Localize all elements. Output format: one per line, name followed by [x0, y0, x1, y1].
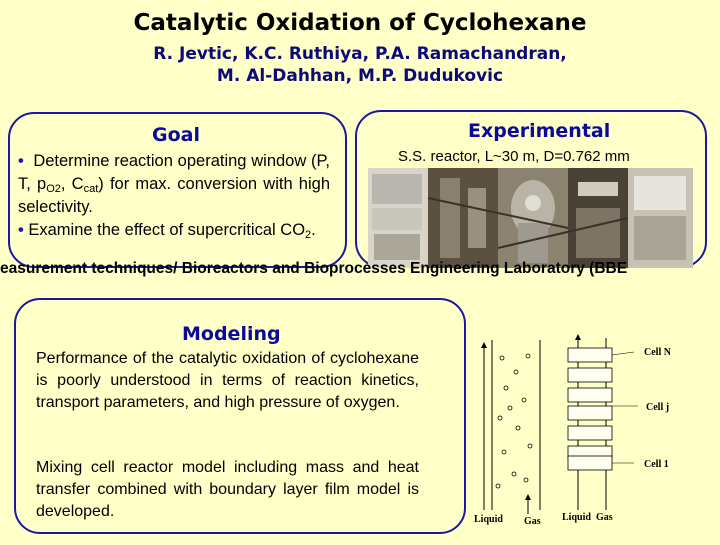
lab-banner: easurement techniques/ Bioreactors and B… — [0, 260, 628, 277]
authors-line-1: R. Jevtic, K.C. Ruthiya, P.A. Ramachandr… — [153, 44, 567, 64]
mixing-cell-diagram-svg: Cell N Cell j Cell 1 Liquid Gas Liquid G… — [474, 334, 672, 527]
goal-text-line1c: ) for max. conversion with high selectiv… — [18, 175, 330, 216]
experimental-heading: Experimental — [468, 120, 611, 142]
goal-sub-cat: cat — [83, 183, 99, 195]
page-title: Catalytic Oxidation of Cyclohexane — [133, 10, 587, 36]
gas-label-right: Gas — [596, 512, 613, 523]
goal-text-line2: Examine the effect of supercritical CO — [28, 221, 306, 239]
goal-text-line1: Determine reaction operating window (P, … — [18, 152, 331, 193]
goal-sub-o2: O2 — [46, 183, 61, 195]
modeling-heading: Modeling — [182, 323, 281, 345]
authors-line-2: M. Al-Dahhan, M.P. Dudukovic — [216, 66, 504, 86]
reactor-photo — [368, 168, 693, 268]
cell-1-label: Cell 1 — [644, 459, 669, 470]
mixing-cell-diagram: Cell N Cell j Cell 1 Liquid Gas Liquid G… — [466, 328, 720, 540]
modeling-panel — [14, 298, 466, 534]
experimental-caption: S.S. reactor, L~30 m, D=0.762 mm — [398, 148, 630, 165]
goal-sub-2: 2 — [305, 229, 312, 241]
modeling-paragraph-1: Performance of the catalytic oxidation o… — [36, 350, 419, 411]
reactor-photo-image — [368, 168, 693, 268]
goal-text: • Determine reaction operating window (P… — [18, 150, 330, 242]
goal-bullet-2: • Examine the effect of supercritical CO… — [18, 219, 330, 242]
bubble-column — [481, 340, 541, 514]
goal-heading: Goal — [152, 124, 200, 146]
modeling-paragraph-2: Mixing cell reactor model including mass… — [36, 459, 419, 520]
cell-stack — [567, 334, 638, 510]
liquid-label-right: Liquid — [562, 512, 591, 523]
cell-n-label: Cell N — [644, 347, 672, 358]
bullet-icon: • — [18, 221, 24, 239]
goal-panel — [8, 112, 347, 268]
bullet-icon: • — [18, 152, 24, 170]
gas-label-left: Gas — [524, 516, 541, 527]
goal-text-line2b: . — [311, 221, 316, 239]
liquid-label-left: Liquid — [474, 514, 503, 525]
goal-text-line1b: , C — [60, 175, 84, 193]
goal-bullet-1: • Determine reaction operating window (P… — [18, 150, 330, 219]
cell-j-label: Cell j — [646, 402, 669, 413]
